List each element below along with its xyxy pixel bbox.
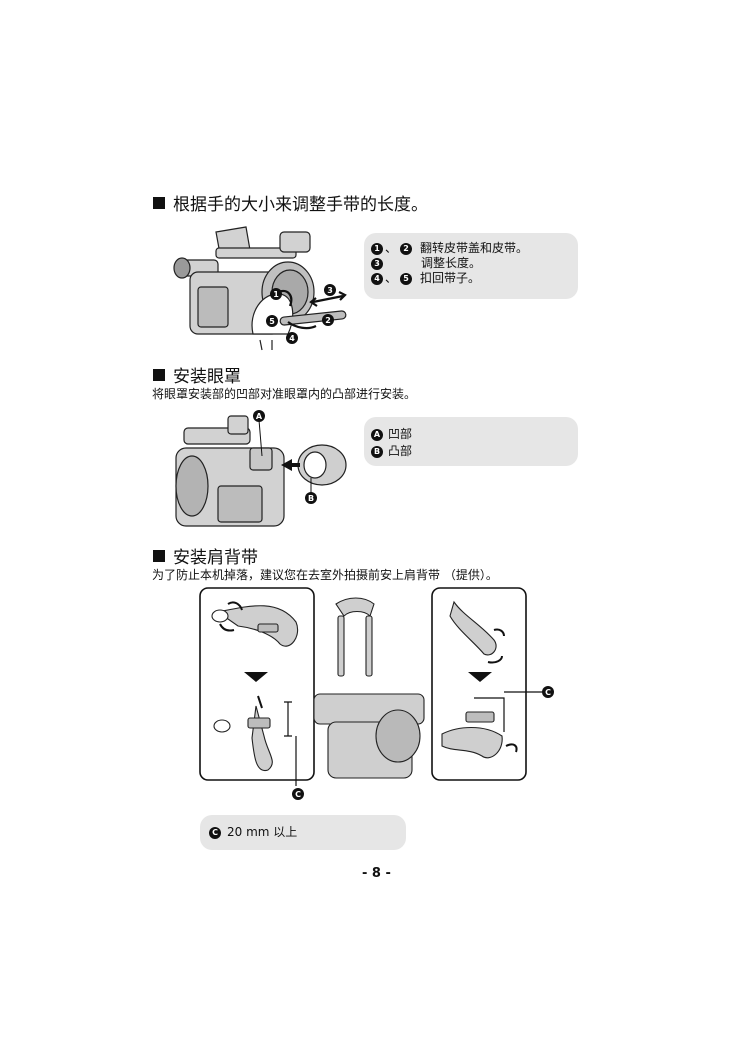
section-heading-eyecup: 安装眼罩 [153, 362, 241, 387]
svg-text:1: 1 [273, 290, 279, 299]
svg-text:2: 2 [325, 316, 331, 325]
section-heading-hand-strap: 根据手的大小来调整手带的长度。 [153, 190, 428, 215]
page-number: - 8 - [362, 866, 391, 881]
bullet-square-icon [153, 368, 165, 381]
note-text: 凹部 [388, 427, 413, 441]
note-text: 翻转皮带盖和皮带。 [420, 241, 529, 255]
note-row: A 凹部 [371, 426, 578, 443]
svg-text:4: 4 [289, 334, 295, 343]
note-box-strap: C 20 mm 以上 [200, 815, 406, 850]
hand-strap-illustration: 1 2 3 4 5 [173, 226, 347, 351]
bullet-square-icon [153, 549, 165, 562]
callouts-grip: 1 2 3 4 5 [266, 284, 336, 344]
svg-text:A: A [256, 412, 263, 421]
note-text: 凸部 [388, 444, 413, 458]
callout-c-badge: C [209, 826, 221, 839]
step-4-badge: 4 [371, 272, 383, 285]
callout-b-badge: B [371, 445, 383, 458]
note-row: C 20 mm 以上 [209, 825, 406, 840]
note-box-hand-strap: 1 、 2 翻转皮带盖和皮带。 3 调整长度。 4 、 5 扣回带子。 [364, 233, 578, 299]
callouts-strap: C C [292, 686, 554, 800]
note-box-eyecup: A 凹部 B 凸部 [364, 417, 578, 466]
step-5-badge: 5 [400, 272, 413, 285]
shoulder-strap-illustration: C C [199, 587, 554, 800]
svg-text:C: C [545, 688, 551, 697]
note-text: 扣回带子。 [420, 271, 481, 285]
note-row: 4 、 5 扣回带子。 [371, 271, 578, 286]
callout-a-badge: A [371, 428, 383, 441]
step-1-badge: 1 [371, 242, 383, 255]
section-heading-shoulder-strap: 安装肩背带 [153, 543, 258, 568]
section-description: 将眼罩安装部的凹部对准眼罩内的凸部进行安装。 [152, 387, 417, 401]
note-row: 3 调整长度。 [371, 256, 578, 271]
section-title: 根据手的大小来调整手带的长度。 [173, 195, 428, 215]
svg-text:3: 3 [327, 286, 333, 295]
bullet-square-icon [153, 196, 165, 209]
step-3-badge: 3 [371, 257, 383, 270]
eyecup-illustration: A B [175, 410, 347, 527]
note-text: 调整长度。 [421, 256, 482, 270]
note-text: 20 mm 以上 [227, 825, 298, 839]
svg-text:C: C [295, 790, 301, 799]
callouts-eyecup: A B [253, 410, 317, 504]
step-2-badge: 2 [400, 242, 413, 255]
svg-text:5: 5 [269, 317, 275, 326]
note-row: 1 、 2 翻转皮带盖和皮带。 [371, 241, 578, 256]
section-title: 安装肩背带 [173, 548, 258, 568]
section-title: 安装眼罩 [173, 367, 241, 387]
svg-text:B: B [308, 494, 314, 503]
note-row: B 凸部 [371, 443, 578, 460]
section-description: 为了防止本机掉落，建议您在去室外拍摄前安上肩背带 （提供）。 [152, 568, 498, 582]
